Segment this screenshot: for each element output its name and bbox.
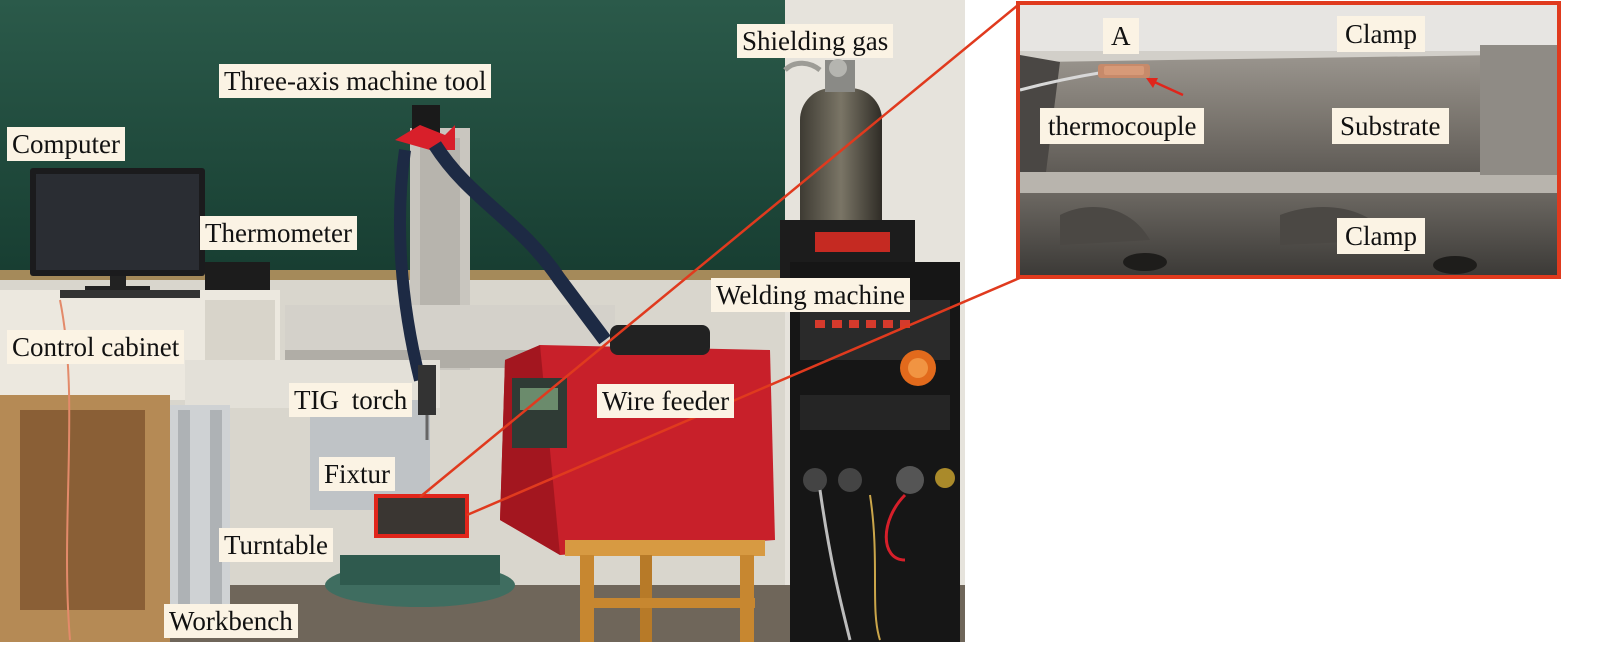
wire-feeder [500, 325, 775, 555]
label-clamp-top: Clamp [1337, 16, 1425, 52]
callout-line-lower [466, 275, 1023, 517]
label-shielding-gas: Shielding gas [737, 24, 894, 58]
label-three-axis-machine-tool: Three-axis machine tool [219, 64, 492, 98]
label-wire-feeder: Wire feeder [597, 384, 735, 418]
label-control-cabinet: Control cabinet [7, 330, 185, 364]
label-computer: Computer [7, 127, 125, 161]
label-workbench: Workbench [164, 604, 298, 638]
inset-border [1016, 1, 1561, 279]
label-thermometer: Thermometer [200, 216, 357, 250]
label-tig-torch: TIG torch [289, 383, 413, 417]
label-turntable: Turntable [219, 528, 334, 562]
label-substrate: Substrate [1332, 108, 1449, 144]
stool [565, 540, 765, 642]
label-clamp-bottom: Clamp [1337, 218, 1425, 254]
fixture [378, 498, 466, 536]
lab-photo [0, 0, 965, 642]
welding-machine [780, 220, 960, 642]
computer-monitor [30, 168, 205, 298]
label-fixture: Fixtur [319, 457, 396, 491]
label-thermocouple: thermocouple [1040, 108, 1205, 144]
callout-line-upper [419, 4, 1019, 498]
label-point-a: A [1103, 18, 1139, 54]
thermometer-device [205, 262, 270, 290]
label-welding-machine: Welding machine [711, 278, 911, 312]
